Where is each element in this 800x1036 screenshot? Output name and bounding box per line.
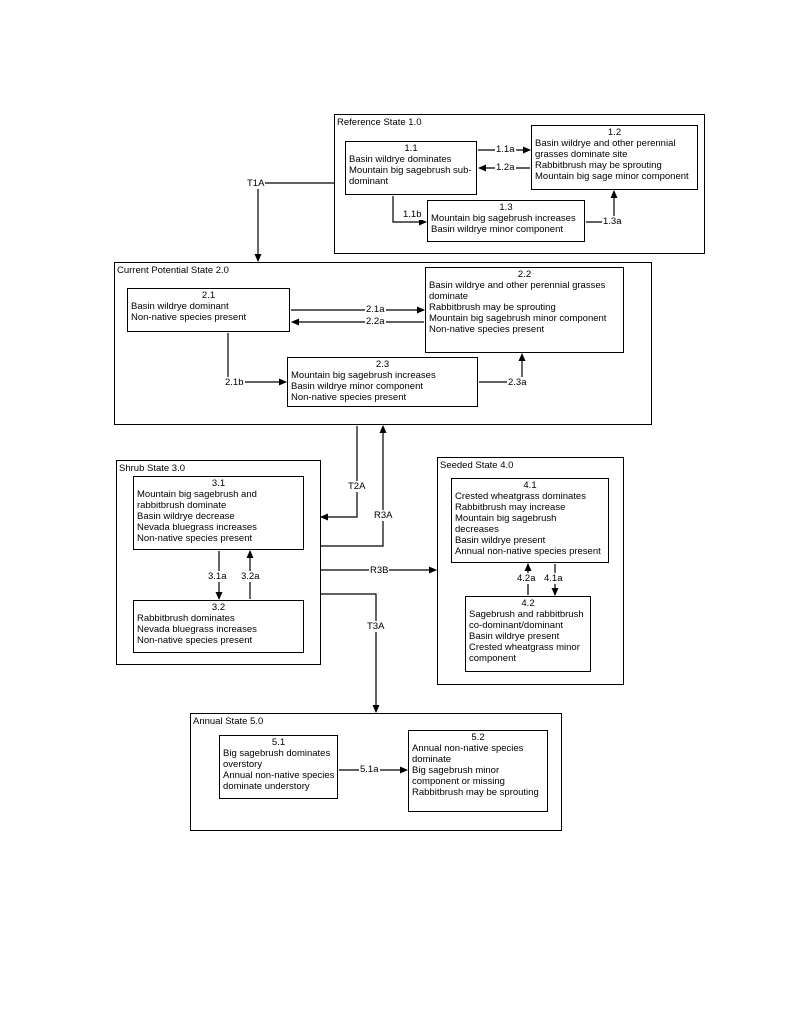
phase-id: 3.1 [211,478,226,489]
arrow-T3A [321,593,380,713]
transition-label-1-1b: 1.1b [402,209,423,220]
phase-1-3: 1.3 Mountain big sagebrush increases Bas… [427,200,585,242]
phase-3-1: 3.1 Mountain big sagebrush and rabbitbru… [133,476,304,550]
transition-label-2-1b: 2.1b [224,377,245,388]
phase-line: Basin wildrye dominates [349,154,452,165]
phase-line: Basin wildrye and other perennial grasse… [429,280,606,291]
phase-line: Mountain big sagebrush sub- [349,165,472,176]
phase-id: 2.1 [201,290,216,301]
transition-label-3-2a: 3.2a [240,571,261,582]
state-title-current-potential: Current Potential State 2.0 [117,265,229,276]
phase-id: 5.1 [271,737,286,748]
phase-line: Basin wildrye dominant [131,301,229,312]
phase-id: 4.1 [523,480,537,491]
phase-id: 1.1 [404,143,418,154]
phase-line: Basin wildrye minor component [431,224,564,235]
arrow-T1A [254,182,334,262]
phase-5-2: 5.2 Annual non-native species dominate B… [408,730,548,812]
transition-label-5-1a: 5.1a [359,764,380,775]
phase-5-1: 5.1 Big sagebrush dominates overstory An… [219,735,338,799]
phase-line: Annual non-native species [412,743,524,754]
transition-label-4-2a: 4.2a [516,573,537,584]
phase-line: Basin wildrye minor component [291,381,424,392]
phase-line: overstory [223,759,263,770]
phase-line: Annual non-native species present [455,546,601,557]
transition-label-R3B: R3B [369,565,390,576]
transition-label-3-1a: 3.1a [207,571,228,582]
phase-line: Basin wildrye and other perennial [535,138,676,149]
transition-label-T1A: T1A [246,178,266,189]
phase-2-3: 2.3 Mountain big sagebrush increases Bas… [287,357,478,407]
phase-line: Big sagebrush minor [412,765,500,776]
phase-line: Non-native species present [429,324,545,335]
state-title-reference: Reference State 1.0 [337,117,422,128]
phase-line: Mountain big sagebrush and [137,489,257,500]
phase-line: Non-native species present [291,392,407,403]
phase-line: Rabbitbrush may be sprouting [429,302,556,313]
phase-line: dominant [349,176,389,187]
phase-line: Sagebrush and rabbitbrush [469,609,584,620]
phase-line: dominate understory [223,781,310,792]
phase-line: Crested wheatgrass dominates [455,491,586,502]
phase-line: Non-native species present [131,312,247,323]
transition-label-4-1a: 4.1a [543,573,564,584]
phase-line: decreases [455,524,499,535]
phase-line: Rabbitbrush may increase [455,502,566,513]
phase-id: 5.2 [471,732,485,743]
phase-id: 1.2 [607,127,622,138]
phase-line: Mountain big sage minor component [535,171,689,182]
phase-line: rabbitbrush dominate [137,500,227,511]
transition-label-2-1a: 2.1a [365,304,386,315]
phase-id: 2.2 [517,269,532,280]
state-title-annual: Annual State 5.0 [193,716,264,727]
phase-line: co-dominant/dominant [469,620,563,631]
phase-3-2: 3.2 Rabbitbrush dominates Nevada bluegra… [133,600,304,653]
state-title-shrub: Shrub State 3.0 [119,463,186,474]
transition-label-2-3a: 2.3a [507,377,528,388]
transition-label-2-2a: 2.2a [365,316,386,327]
phase-1-2: 1.2 Basin wildrye and other perennial gr… [531,125,698,190]
transition-label-1-3a: 1.3a [602,216,623,227]
phase-line: Rabbitbrush dominates [137,613,235,624]
phase-line: Nevada bluegrass increases [137,522,257,533]
transition-label-R3A: R3A [373,510,394,521]
phase-line: Crested wheatgrass minor [469,642,580,653]
transition-label-1-2a: 1.2a [495,162,516,173]
phase-line: Mountain big sagebrush increases [431,213,576,224]
transition-label-T2A: T2A [347,481,367,492]
phase-line: component [469,653,517,664]
arrow-T2A [320,426,358,521]
phase-line: Big sagebrush dominates [223,748,331,759]
phase-1-1: 1.1 Basin wildrye dominates Mountain big… [345,141,477,195]
phase-line: Basin wildrye decrease [137,511,235,522]
phase-id: 2.3 [375,359,390,370]
phase-id: 4.2 [521,598,535,609]
phase-line: dominate [412,754,452,765]
phase-id: 1.3 [499,202,513,213]
phase-line: Basin wildrye present [455,535,546,546]
phase-line: Rabbitbrush may be sprouting [535,160,662,171]
phase-line: Rabbitbrush may be sprouting [412,787,539,798]
transition-label-1-1a: 1.1a [495,144,516,155]
phase-line: Mountain big sagebrush increases [291,370,436,381]
phase-line: Nevada bluegrass increases [137,624,257,635]
phase-line: Mountain big sagebrush minor component [429,313,607,324]
phase-2-1: 2.1 Basin wildrye dominant Non-native sp… [127,288,290,332]
phase-line: Mountain big sagebrush [455,513,557,524]
phase-line: grasses dominate site [535,149,628,160]
phase-line: Annual non-native species [223,770,335,781]
phase-line: Non-native species present [137,635,253,646]
phase-line: Basin wildrye present [469,631,560,642]
state-title-seeded: Seeded State 4.0 [440,460,514,471]
phase-line: component or missing [412,776,505,787]
phase-2-2: 2.2 Basin wildrye and other perennial gr… [425,267,624,353]
phase-4-2: 4.2 Sagebrush and rabbitbrush co-dominan… [465,596,591,672]
phase-id: 3.2 [211,602,226,613]
phase-line: dominate [429,291,469,302]
phase-4-1: 4.1 Crested wheatgrass dominates Rabbitb… [451,478,609,563]
phase-line: Non-native species present [137,533,253,544]
transition-label-T3A: T3A [366,621,386,632]
